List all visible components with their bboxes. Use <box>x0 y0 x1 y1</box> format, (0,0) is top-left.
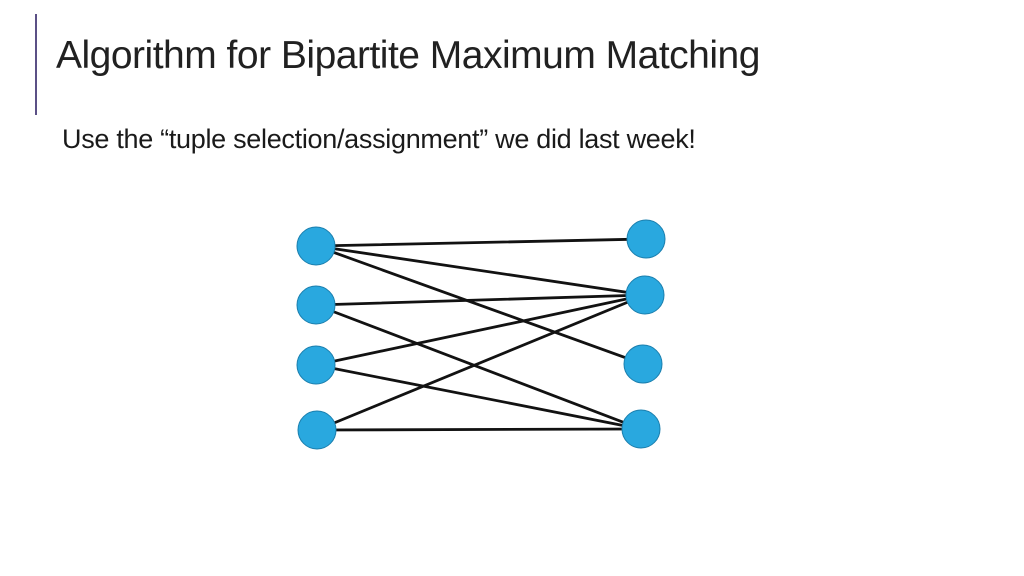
slide-subtitle: Use the “tuple selection/assignment” we … <box>62 124 696 154</box>
graph-node-L1 <box>296 226 336 266</box>
graph-node-L3 <box>296 345 336 385</box>
graph-node-L2 <box>296 285 336 325</box>
page-title: Algorithm for Bipartite Maximum Matching <box>56 34 760 77</box>
graph-node-R1 <box>626 219 666 259</box>
graph-edge-L3-R2 <box>314 293 647 367</box>
graph-node-L4 <box>297 410 337 450</box>
graph-edge-L2-R4 <box>314 303 643 431</box>
graph-node-R4 <box>621 409 661 449</box>
graph-node-R3 <box>623 344 663 384</box>
graph-edge-L2-R2 <box>314 293 647 307</box>
graph-edge-L3-R4 <box>314 363 643 431</box>
title-accent-bar <box>35 14 37 115</box>
graph-edge-L1-R3 <box>314 244 645 366</box>
graph-edge-L4-R2 <box>315 293 647 432</box>
graph-nodes <box>296 219 666 450</box>
graph-edges <box>314 237 648 432</box>
graph-edge-L4-R4 <box>315 427 643 432</box>
graph-node-R2 <box>625 275 665 315</box>
graph-edge-L1-R2 <box>314 244 647 297</box>
graph-edge-L1-R1 <box>314 237 648 248</box>
